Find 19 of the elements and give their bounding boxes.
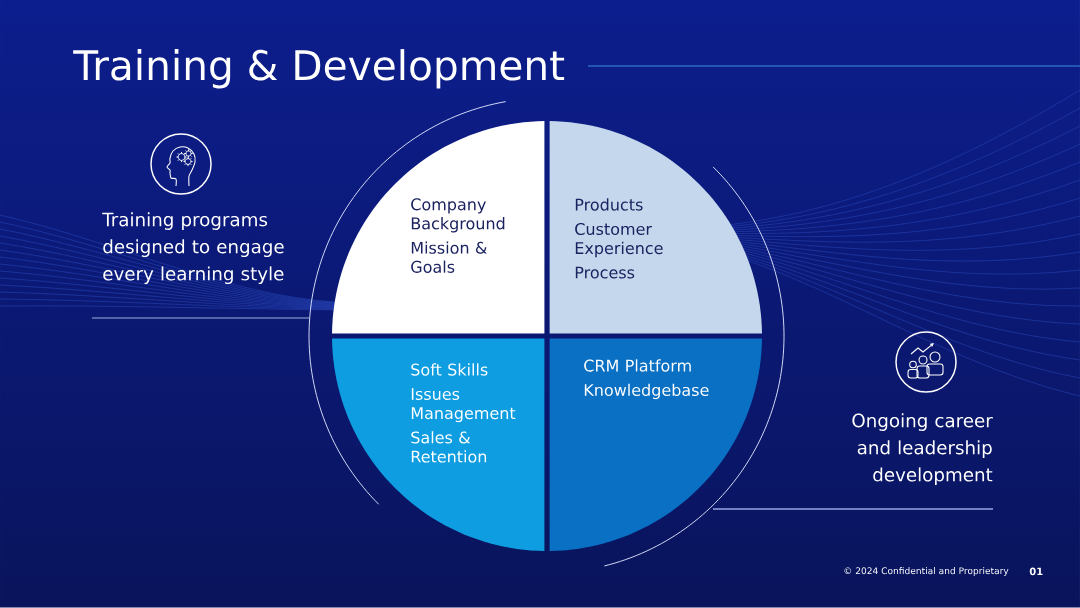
slide-title: Training & Development: [73, 49, 565, 89]
topic-label: Knowledgebase: [584, 383, 709, 400]
footer-text: © 2024 Confidential and Proprietary: [844, 567, 1009, 576]
topic-label: Process: [575, 266, 635, 279]
description-text: Training programs designed to engage every learning style: [102, 212, 284, 285]
topic-label: Soft Skills: [411, 363, 488, 376]
topic-label: Sales & Retention: [411, 431, 487, 463]
quadrant-segment: [332, 121, 545, 334]
quadrant-segment: [332, 338, 545, 551]
page-number: 01: [1029, 567, 1043, 576]
topic-label: Company Background: [411, 198, 505, 233]
quadrant-segment: [549, 338, 762, 551]
topic-label: Issues Management: [411, 388, 516, 423]
topic-label: Customer Experience: [575, 222, 663, 258]
description-text: Ongoing career and leadership development: [852, 413, 993, 486]
quadrant-segment: [549, 121, 762, 334]
topic-label: Products: [575, 198, 643, 211]
topic-label: CRM Platform: [584, 359, 691, 372]
topic-label: Mission & Goals: [411, 241, 487, 273]
